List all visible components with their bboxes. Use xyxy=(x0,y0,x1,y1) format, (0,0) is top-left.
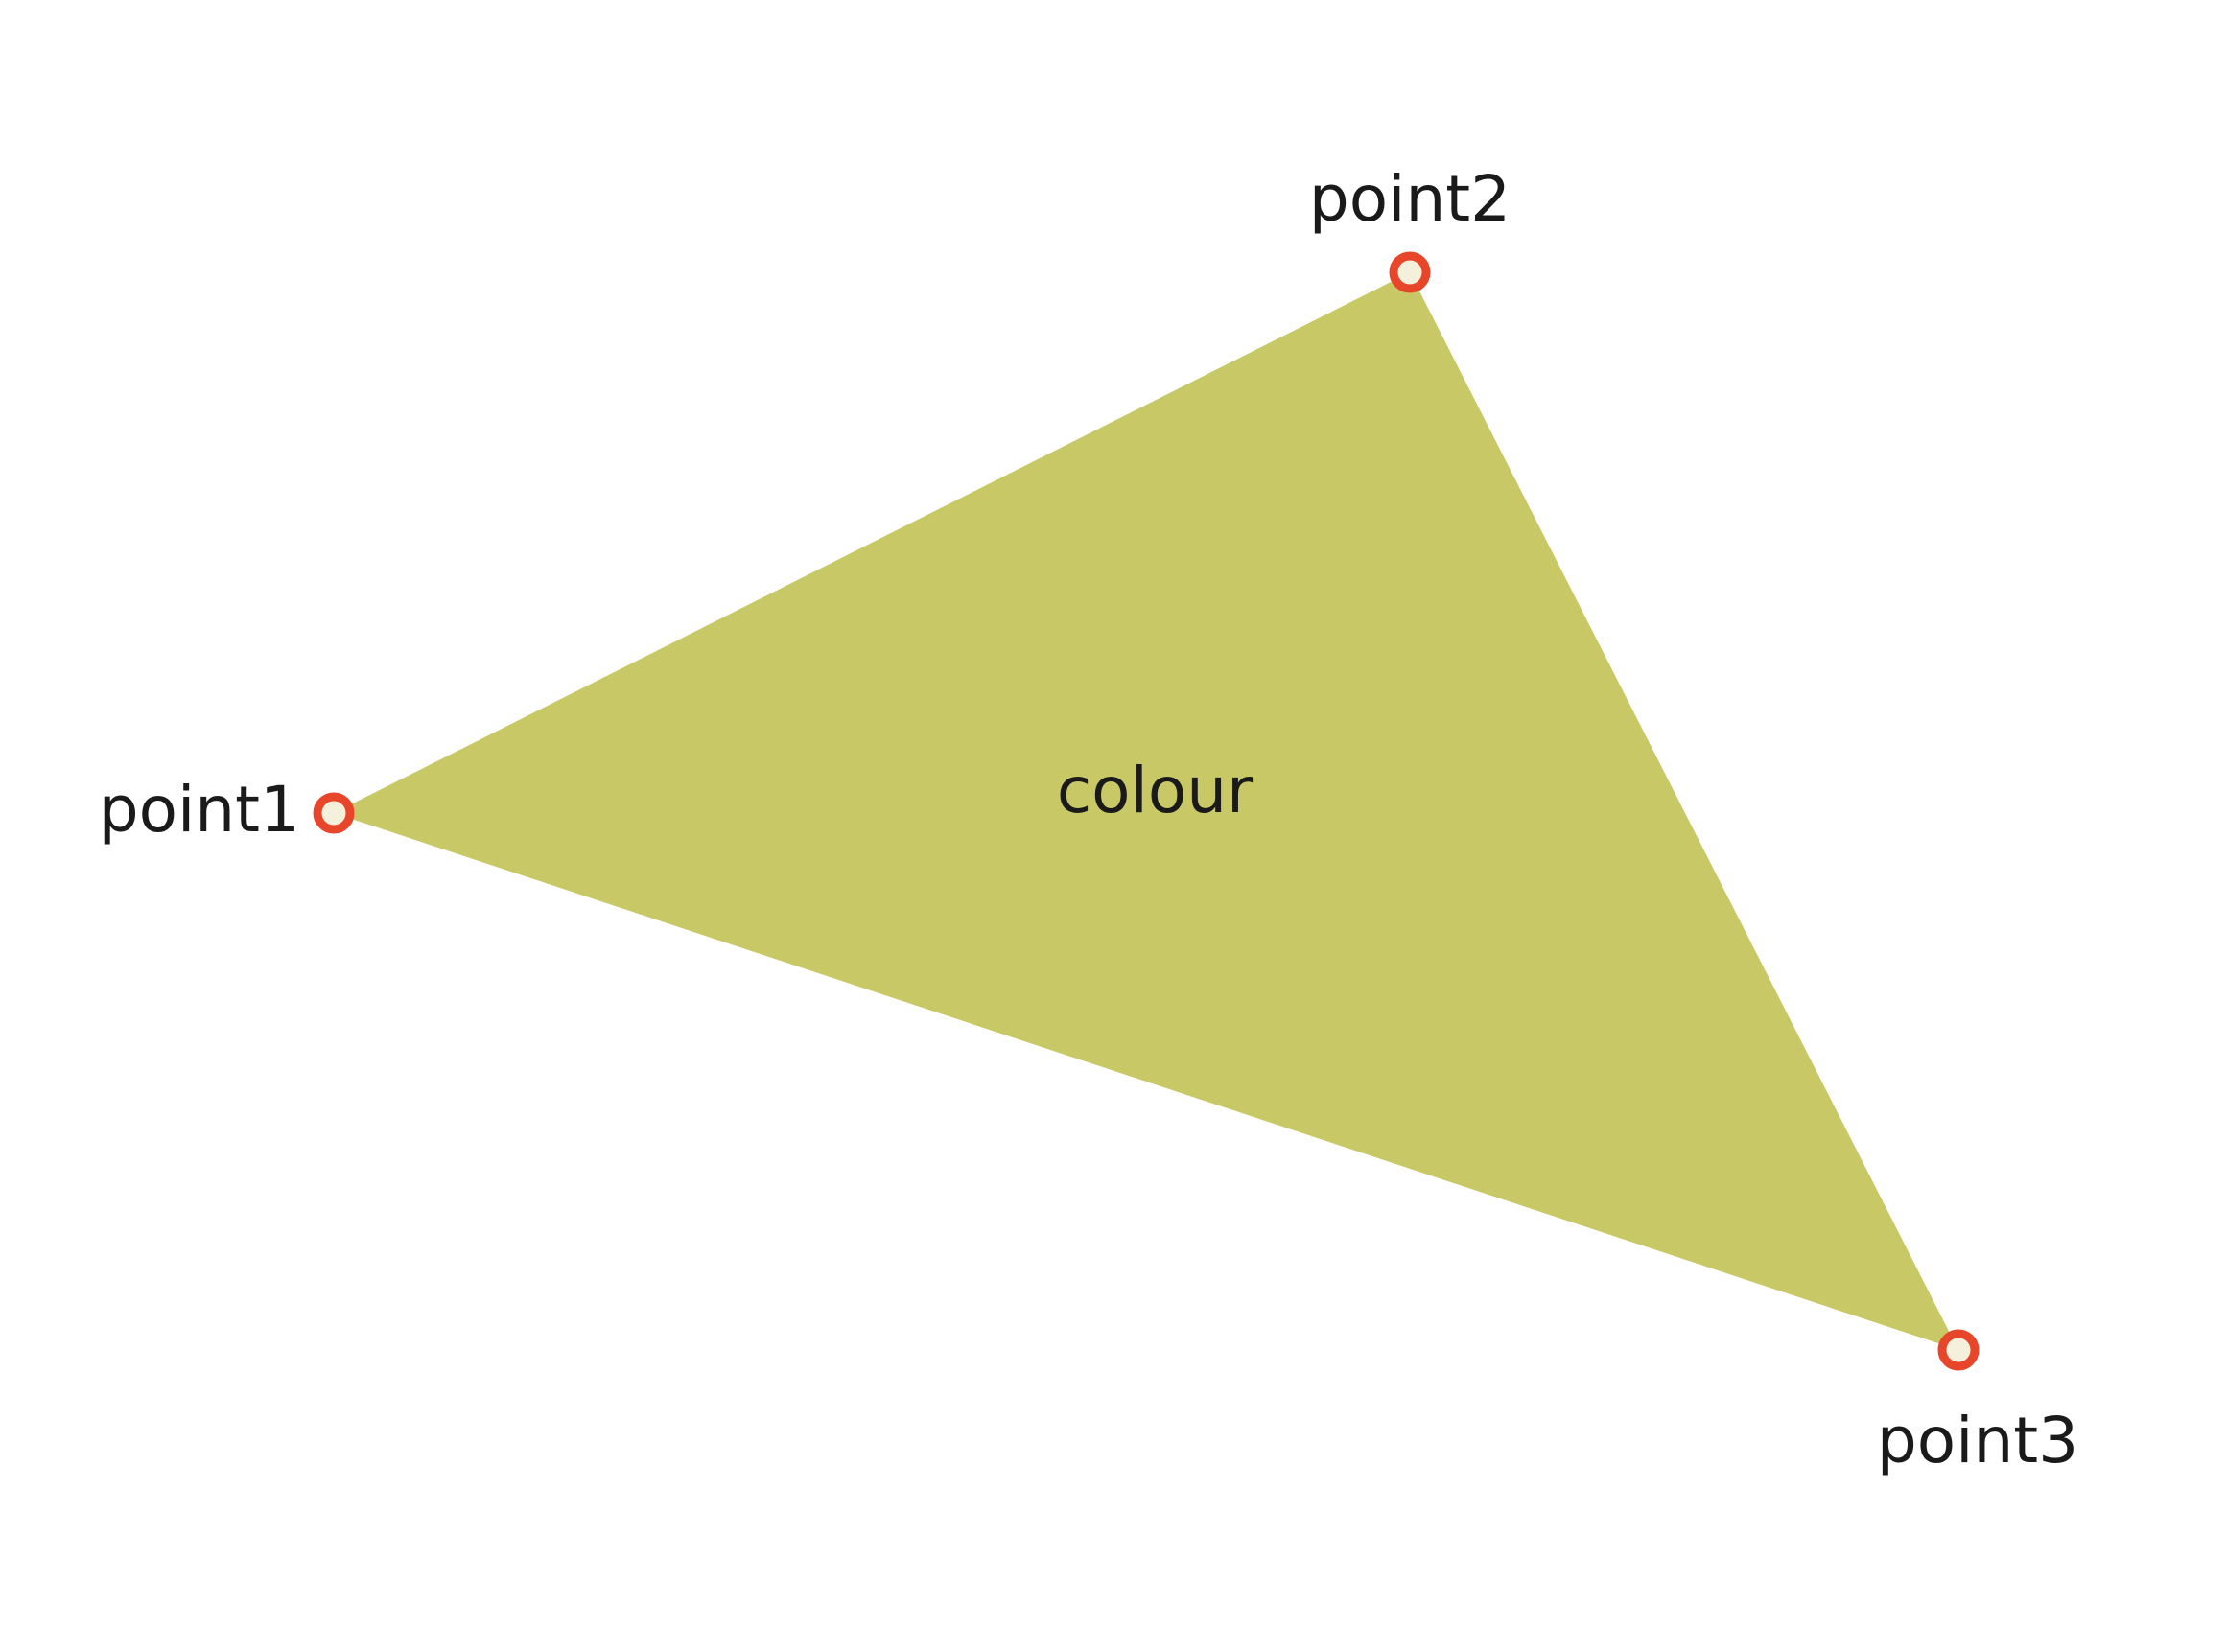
point2-marker[interactable] xyxy=(1389,251,1431,293)
colour-triangle xyxy=(334,272,1958,1350)
triangle-colour-label: colour xyxy=(1057,754,1254,827)
point1-marker[interactable] xyxy=(313,792,355,834)
point2-label: point2 xyxy=(1309,162,1511,236)
point3-label: point3 xyxy=(1877,1404,2078,1477)
point3-marker[interactable] xyxy=(1937,1329,1980,1371)
point1-label: point1 xyxy=(99,773,300,847)
